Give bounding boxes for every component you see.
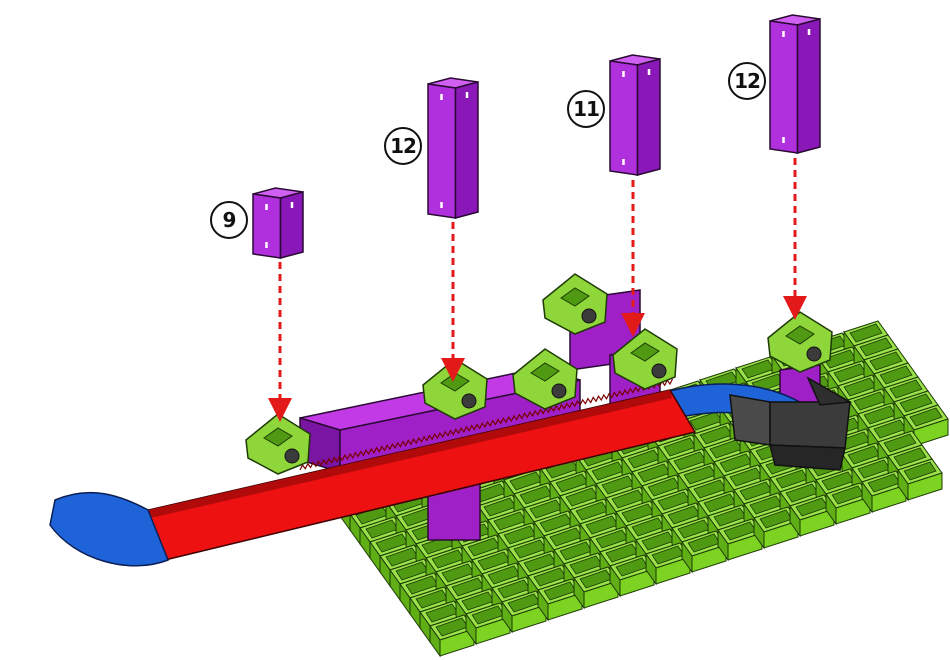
- callout-number: 12: [384, 127, 422, 165]
- callout-number: 11: [567, 90, 605, 128]
- purple-rod: [253, 188, 303, 258]
- callout-number: 12: [728, 62, 766, 100]
- callout-number: 9: [210, 201, 248, 239]
- green-connector: [543, 274, 607, 334]
- purple-rod: [610, 55, 660, 175]
- purple-rod: [770, 15, 820, 153]
- blue-curve-left: [50, 493, 168, 566]
- purple-rod: [428, 78, 478, 218]
